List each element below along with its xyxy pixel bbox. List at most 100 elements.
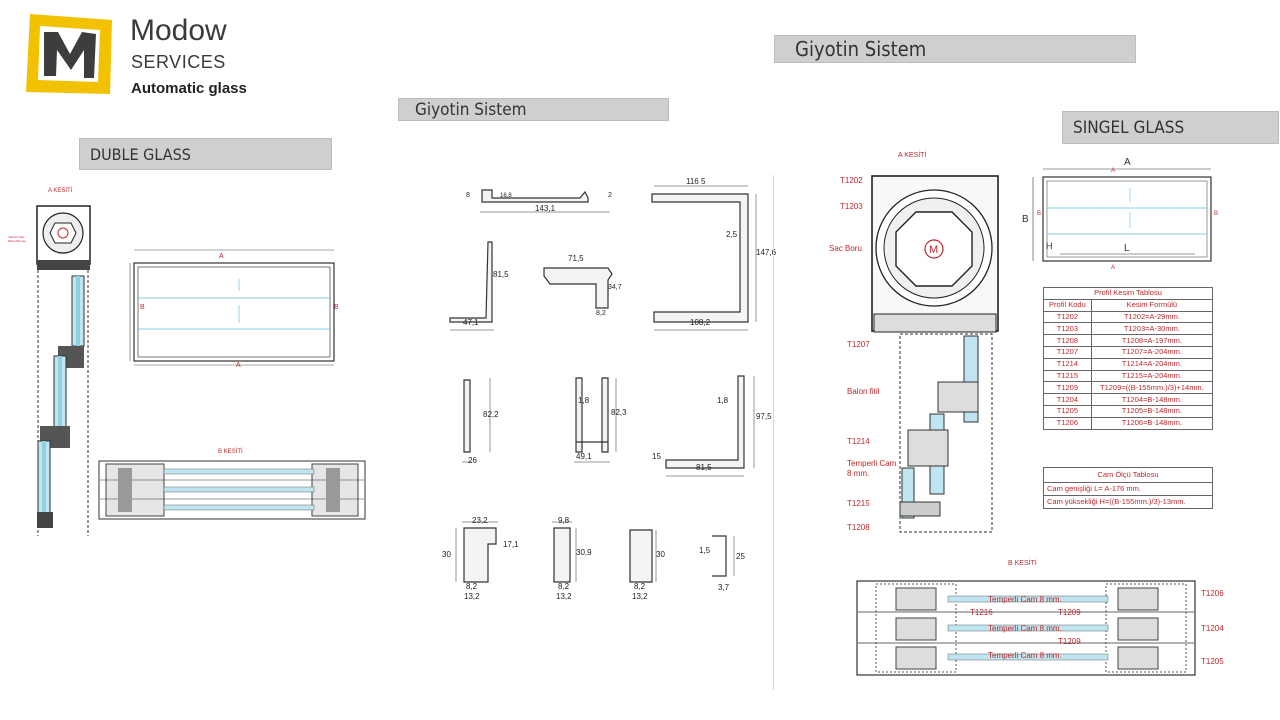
label-temperli-cam: Temperli Cam bbox=[847, 459, 897, 468]
p9-width-2: 8,2 bbox=[558, 582, 570, 591]
b-label-cam-3: Temperli Cam 8 mm. bbox=[988, 651, 1062, 660]
p7-thickness-2: 15 bbox=[652, 452, 661, 461]
profile-code: T1206 bbox=[1043, 416, 1092, 430]
right-glass-front-view bbox=[1032, 168, 1212, 262]
left-label-b-right: B bbox=[334, 304, 339, 311]
left-section-a-drawing: Yalıtımlı Sac Motor Borusu bbox=[8, 205, 91, 536]
p10-width: 8,2 bbox=[634, 582, 646, 591]
glass-formula-width: Cam genişliği L= A-176 mm. bbox=[1043, 482, 1213, 496]
duble-glass-title: DUBLE GLASS bbox=[90, 144, 191, 164]
profile-formula: T1214=A-204mm. bbox=[1090, 357, 1214, 371]
profile-code: T1207 bbox=[1043, 345, 1092, 359]
giyotin-right-title: Giyotin Sistem bbox=[795, 37, 927, 61]
label-t1215: T1215 bbox=[847, 499, 870, 508]
profile-formula: T1207=A-204mm. bbox=[1090, 345, 1214, 359]
p5-height: 82,2 bbox=[483, 410, 499, 419]
giyotin-right-header: Giyotin Sistem bbox=[774, 35, 1136, 63]
p3-width-2: 8,2 bbox=[596, 310, 606, 317]
p8-height: 30 bbox=[442, 550, 451, 559]
profile-code: T1208 bbox=[1043, 334, 1092, 347]
svg-text:Yalıtımlı Sac: Yalıtımlı Sac bbox=[8, 235, 25, 239]
b-label-t1209-a: T1209 bbox=[1058, 608, 1081, 617]
p7-height: 97,5 bbox=[756, 412, 772, 421]
glass-table-title: Cam Ölçü Tablosu bbox=[1043, 467, 1213, 483]
p4-width-2: 108,2 bbox=[690, 318, 711, 327]
glass-mark-b-right: B bbox=[1214, 211, 1219, 217]
profile-code: T1214 bbox=[1043, 357, 1092, 371]
brand-logo-icon bbox=[26, 14, 112, 94]
section-divider bbox=[773, 175, 774, 690]
p9-height: 30,9 bbox=[576, 548, 592, 557]
left-label-a-top: A bbox=[219, 253, 224, 260]
left-a-kesiti-label: A KESİTİ bbox=[48, 188, 73, 194]
p6-thickness: 1,8 bbox=[578, 396, 590, 405]
profile-formula: T1204=B-148mm. bbox=[1090, 393, 1214, 406]
left-section-b-drawing bbox=[98, 460, 366, 520]
p11-height: 25 bbox=[736, 552, 745, 561]
p8-width: 23,2 bbox=[472, 516, 488, 525]
p2-height: 81,5 bbox=[493, 270, 509, 279]
profile-formula: T1203=A-30mm. bbox=[1090, 322, 1214, 336]
label-t1202: T1202 bbox=[840, 176, 863, 185]
p10-width-2: 13,2 bbox=[632, 592, 648, 601]
profile-formula: T1208=A-197mm. bbox=[1090, 334, 1214, 347]
giyotin-left-header: Giyotin Sistem bbox=[398, 98, 669, 121]
label-t1207: T1207 bbox=[847, 340, 870, 349]
p5-width: 26 bbox=[468, 456, 477, 465]
b-label-t1216: T1216 bbox=[970, 608, 993, 617]
b-label-t1205: T1205 bbox=[1201, 657, 1224, 666]
b-label-cam-2: Temperli Cam 8 mm. bbox=[988, 624, 1062, 633]
p8-height-2: 17,1 bbox=[503, 540, 519, 549]
p8-width-3: 13,2 bbox=[464, 592, 480, 601]
p1-width: 143,1 bbox=[535, 204, 556, 213]
right-b-kesiti-label: B KESİTİ bbox=[1008, 560, 1037, 567]
glass-formula-height: Cam yüksekliği H=((B-155mm.)/3)-13mm. bbox=[1043, 495, 1213, 509]
b-label-cam-1: Temperli Cam 8 mm. bbox=[988, 595, 1062, 604]
p8-width-2: 8,2 bbox=[466, 582, 478, 591]
duble-glass-header: DUBLE GLASS bbox=[79, 138, 332, 170]
profile-code: T1209 bbox=[1043, 381, 1092, 395]
b-label-t1209-b: T1209 bbox=[1058, 637, 1081, 646]
singel-glass-title: SINGEL GLASS bbox=[1073, 117, 1185, 138]
svg-text:Motor Borusu: Motor Borusu bbox=[8, 239, 26, 243]
singel-glass-header: SINGEL GLASS bbox=[1062, 111, 1279, 144]
label-t1214: T1214 bbox=[847, 437, 870, 446]
profile-formula: T1215=A-204mm. bbox=[1090, 369, 1214, 383]
giyotin-left-title: Giyotin Sistem bbox=[415, 99, 527, 120]
p4-height: 147,6 bbox=[756, 248, 777, 257]
p1-height-2: 2 bbox=[608, 192, 612, 199]
profile-code: T1204 bbox=[1043, 393, 1092, 406]
p6-height: 82,3 bbox=[611, 408, 627, 417]
label-t1208: T1208 bbox=[847, 523, 870, 532]
profile-table-title: Profil Kesim Tablosu bbox=[1043, 287, 1213, 300]
glass-dim-h: H bbox=[1046, 241, 1053, 251]
profile-cut-table: Profil Kesim Tablosu Profil Kodu Kesim F… bbox=[1043, 287, 1214, 430]
profile-formula: T1202=A-29mm. bbox=[1090, 310, 1214, 324]
label-8mm: 8 mm. bbox=[847, 469, 870, 478]
profile-formula: T1209=((B-155mm.)/3)+14mm. bbox=[1090, 381, 1214, 395]
left-b-kesiti-label: B KESİTİ bbox=[218, 449, 243, 455]
p1-height-3: 16,8 bbox=[500, 193, 512, 199]
p4-width: 116 5 bbox=[686, 177, 706, 186]
p7-width: 81,5 bbox=[696, 463, 712, 472]
glass-mark-b-left: B bbox=[1037, 211, 1042, 217]
right-section-a-drawing: M bbox=[871, 175, 999, 533]
p6-width: 49,1 bbox=[576, 452, 592, 461]
profile-formula: T1205=B-148mm. bbox=[1090, 404, 1214, 418]
p3-width: 71,5 bbox=[568, 254, 584, 263]
profile-drawings bbox=[449, 185, 757, 583]
glass-mark-a-top: A bbox=[1111, 168, 1116, 174]
right-section-b-drawing bbox=[856, 580, 1196, 676]
label-balon-fitil: Balon fitil bbox=[847, 387, 880, 396]
glass-dim-b: B bbox=[1022, 214, 1029, 225]
p2-width: 47,1 bbox=[463, 318, 479, 327]
brand-tagline: Automatic glass bbox=[131, 80, 247, 97]
